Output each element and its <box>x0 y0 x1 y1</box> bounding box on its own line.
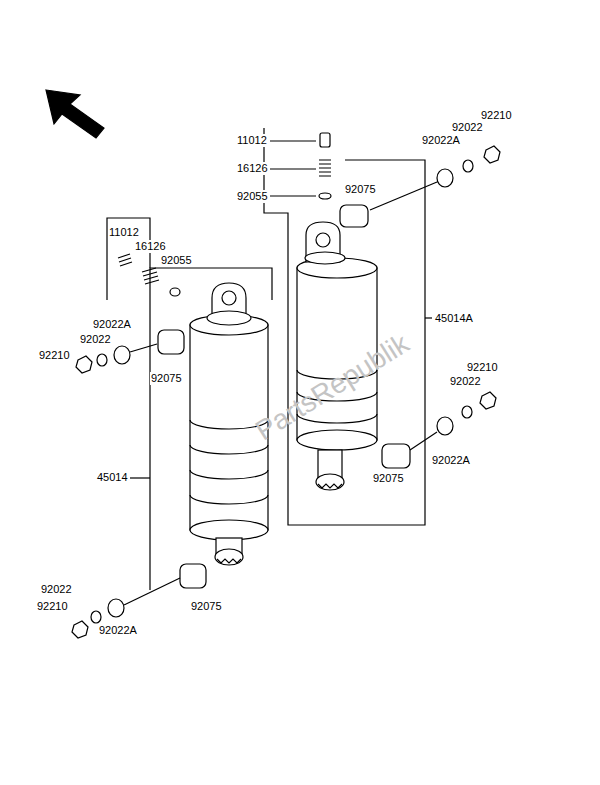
leader-line <box>425 317 432 318</box>
nut <box>76 356 92 373</box>
callout-number: 92210 <box>36 600 69 613</box>
callout-number: 92022 <box>79 333 112 346</box>
callout-number: 92075 <box>190 600 223 613</box>
callout-number: 92055 <box>160 254 193 267</box>
spring-part <box>142 268 159 284</box>
washer <box>108 599 124 617</box>
washer <box>437 417 453 435</box>
callout-number: 45014 <box>96 471 129 484</box>
direction-arrow <box>46 90 104 138</box>
callout-number: 92022 <box>449 375 482 388</box>
washer <box>437 169 453 187</box>
leader-line <box>107 218 150 300</box>
o-ring <box>170 288 180 296</box>
o-ring <box>319 193 331 199</box>
callout-number: 92022A <box>98 624 138 637</box>
callout-number: 16126 <box>236 162 269 175</box>
callout-number: 11012 <box>236 134 268 147</box>
washer <box>463 160 473 172</box>
bushing <box>340 205 368 227</box>
callout-number: 16126 <box>134 240 167 253</box>
washer <box>97 354 107 366</box>
leader-line <box>130 477 150 478</box>
nut <box>480 392 496 409</box>
callout-number: 92075 <box>150 372 183 385</box>
callout-number: 92210 <box>480 109 513 122</box>
callout-number: 92022 <box>40 583 73 596</box>
nut <box>72 621 88 638</box>
leader-line <box>150 268 272 590</box>
leader-line <box>264 128 425 525</box>
adjuster-part <box>320 133 330 147</box>
callout-number: 92210 <box>466 361 499 374</box>
nut <box>484 146 500 163</box>
callout-number: 92022A <box>421 134 461 147</box>
washer <box>462 406 472 418</box>
callout-number: 11012 <box>108 226 140 239</box>
bushing <box>158 330 184 354</box>
callout-number: 92075 <box>344 183 377 196</box>
callout-number: 45014A <box>434 312 474 325</box>
callout-number: 92022A <box>92 318 132 331</box>
callout-number: 92022 <box>451 121 484 134</box>
adjuster-part <box>118 254 132 266</box>
bushing <box>382 444 410 468</box>
watermark: PartsRepublik <box>250 328 415 448</box>
washer <box>114 346 130 364</box>
callout-number: 92055 <box>236 190 269 203</box>
callout-number: 92075 <box>372 472 405 485</box>
callout-number: 92022A <box>431 454 471 467</box>
callout-number: 92210 <box>38 349 71 362</box>
washer <box>91 611 101 623</box>
spring-part <box>319 160 331 176</box>
bushing <box>180 564 206 588</box>
